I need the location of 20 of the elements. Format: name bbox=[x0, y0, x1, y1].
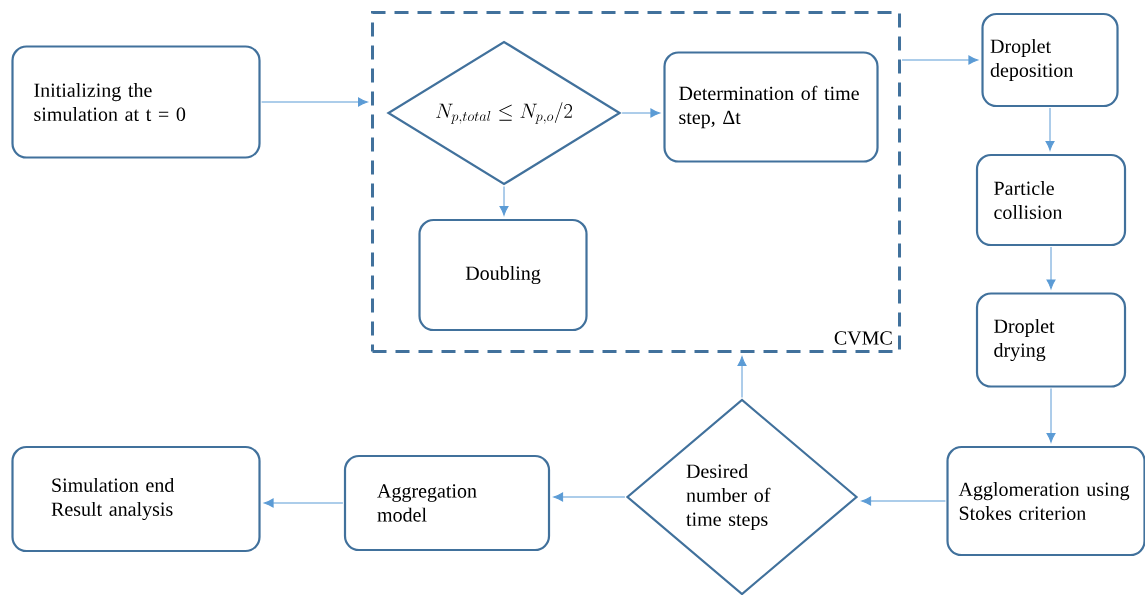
process-box: Agglomeration using Stokes criterion bbox=[946, 445, 1145, 557]
arrow bbox=[263, 498, 344, 508]
arrow bbox=[261, 97, 368, 107]
arrow bbox=[737, 356, 747, 398]
arrow bbox=[861, 496, 946, 506]
arrow bbox=[499, 186, 509, 216]
process-box: Droplet drying bbox=[975, 292, 1127, 388]
process-box: Simulation end Result analysis bbox=[11, 445, 261, 553]
process-box: Initializing the simulation at t = 0 bbox=[11, 45, 261, 159]
arrow bbox=[1046, 246, 1056, 290]
arrow bbox=[901, 55, 979, 65]
arrow bbox=[553, 492, 626, 502]
process-box: Particle collision bbox=[975, 153, 1127, 247]
process-box: Determination of time step, Δt bbox=[663, 51, 879, 163]
arrow bbox=[1046, 388, 1056, 443]
arrow bbox=[1045, 107, 1055, 151]
arrow bbox=[621, 108, 661, 118]
process-box: Doubling bbox=[418, 218, 588, 332]
process-box: Aggregation model bbox=[343, 454, 551, 552]
process-box: Droplet deposition bbox=[981, 12, 1119, 108]
